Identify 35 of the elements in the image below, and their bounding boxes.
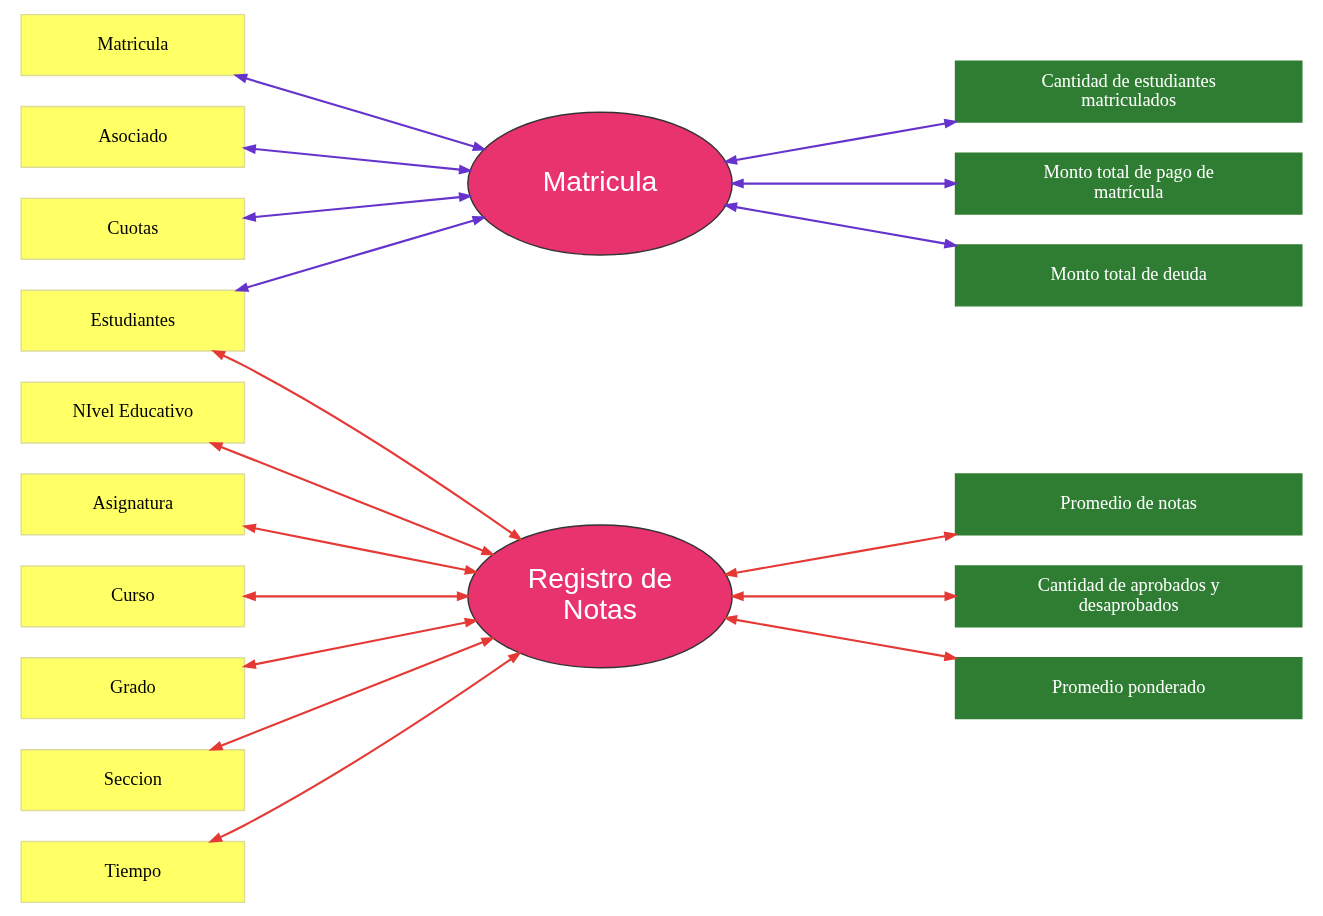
node-box: Promedio ponderado (954, 656, 1303, 719)
arrow (241, 617, 479, 669)
arrow (241, 143, 474, 174)
node-ellipse: Matricula (467, 111, 733, 256)
node-box: Estudiantes (20, 289, 246, 352)
node-box: Asignatura (20, 472, 246, 536)
arrow (208, 441, 496, 556)
node-ellipse: Registro de Notas (467, 523, 733, 668)
arrow (208, 650, 523, 843)
node-box: Curso (20, 564, 246, 627)
node-box: Asociado (20, 105, 246, 168)
arrow (729, 178, 959, 189)
arrow (241, 191, 474, 222)
arrow (211, 349, 523, 541)
arrow (722, 531, 959, 578)
node-box: Tiempo (20, 840, 246, 903)
node-box: NIvel Educativo (20, 380, 246, 444)
arrow (233, 73, 487, 151)
node-box: Matricula (20, 13, 246, 76)
arrow (241, 523, 479, 575)
node-box: Cantidad de estudiantes matriculados (954, 60, 1303, 123)
node-box: Seccion (20, 748, 246, 811)
arrow (241, 590, 471, 601)
node-box: Promedio de notas (954, 472, 1303, 536)
arrow (722, 201, 959, 248)
arrow (208, 636, 496, 751)
node-box: Cuotas (20, 197, 246, 260)
arrow (729, 590, 959, 601)
arrow (722, 118, 959, 165)
arrow (234, 215, 487, 292)
node-box: Monto total de deuda (954, 243, 1303, 307)
arrow (722, 614, 959, 661)
node-box: Grado (20, 656, 246, 719)
node-box: Monto total de pago de matrícula (954, 151, 1303, 215)
node-box: Cantidad de aprobados y desaprobados (954, 564, 1303, 627)
